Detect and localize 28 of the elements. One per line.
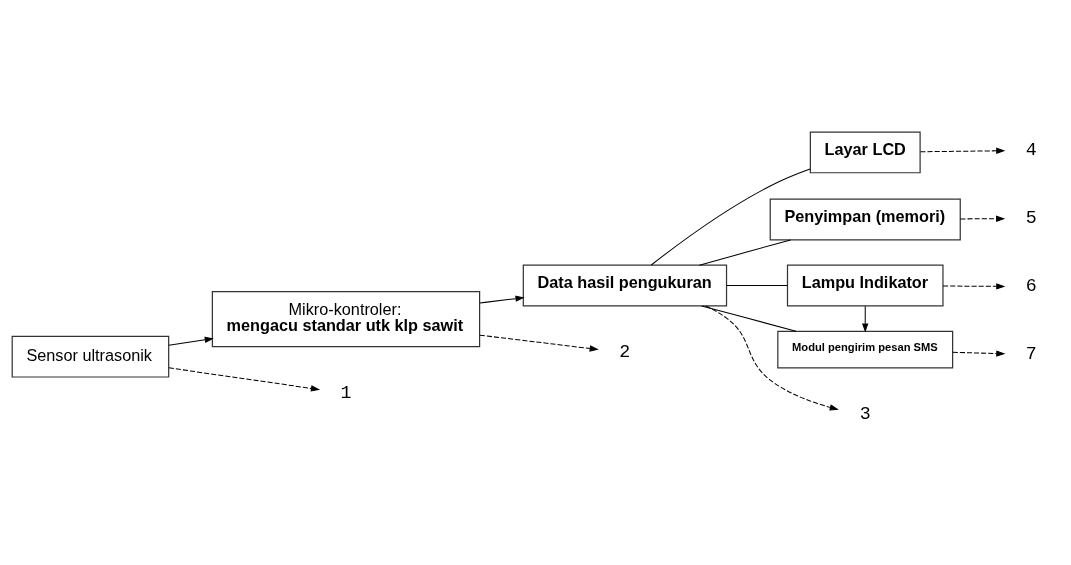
node-box: Layar LCD xyxy=(809,131,921,174)
arrow xyxy=(168,336,214,346)
node-text: 4 xyxy=(1025,139,1037,160)
arrow xyxy=(919,147,1006,155)
connector xyxy=(698,239,792,266)
node-text: 1 xyxy=(340,382,352,403)
node-text: 3 xyxy=(859,404,871,425)
node-box: Sensor ultrasonik xyxy=(11,335,170,378)
arrow xyxy=(942,283,1006,290)
node-box: Penyimpan (memori) xyxy=(769,198,961,241)
arrow xyxy=(479,334,599,352)
node-text: 2 xyxy=(619,342,631,363)
node-text: 6 xyxy=(1025,276,1037,297)
connector xyxy=(726,285,788,287)
arrow xyxy=(952,350,1006,357)
arrow xyxy=(862,305,869,333)
node-box: Mikro-kontroler: mengacu standar utk klp sawit xyxy=(211,291,481,348)
node-box: Lampu Indikator xyxy=(786,264,944,307)
node-text: 7 xyxy=(1025,344,1037,365)
node-box: Modul pengirim pesan SMS xyxy=(777,330,954,369)
connector xyxy=(650,168,811,266)
arrow xyxy=(168,367,321,392)
arrow xyxy=(479,295,525,304)
connector xyxy=(701,305,797,332)
node-text: 5 xyxy=(1025,207,1037,228)
arrow xyxy=(705,305,839,411)
arrow xyxy=(959,215,1006,222)
node-box: Data hasil pengukuran xyxy=(522,264,728,307)
